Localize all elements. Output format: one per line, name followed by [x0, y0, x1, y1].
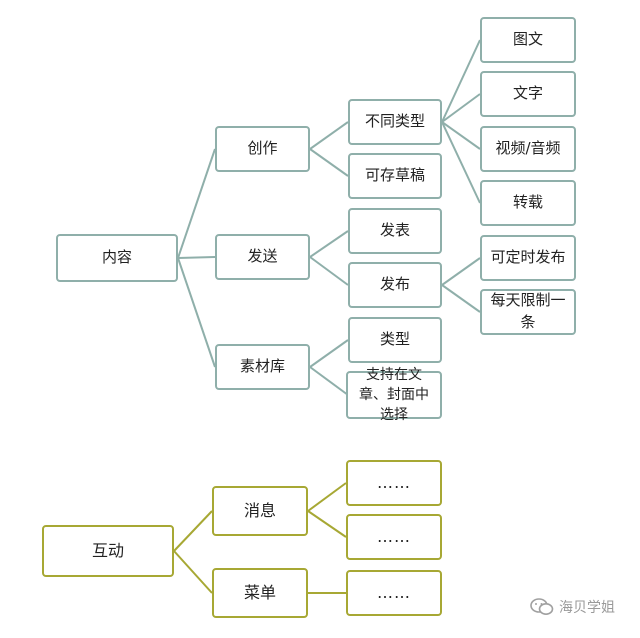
connector-line: [307, 510, 347, 538]
watermark-text: 海贝学姐: [559, 600, 615, 616]
node-message: 消息: [212, 486, 308, 536]
node-publish: 发布: [348, 262, 442, 308]
node-content: 内容: [56, 234, 178, 282]
node-video-audio: 视频/音频: [480, 126, 576, 172]
node-select-in-article: 支持在文章、封面中选择: [346, 367, 442, 423]
connector-line: [441, 284, 481, 313]
connector-line: [309, 339, 349, 368]
connector-line: [173, 550, 213, 594]
node-scheduled-publish: 可定时发布: [480, 235, 576, 281]
node-menu-item: ……: [346, 570, 442, 616]
node-interaction: 互动: [42, 525, 174, 577]
connector-line: [441, 93, 481, 123]
node-message-item: ……: [346, 460, 442, 506]
node-image-text: 图文: [480, 17, 576, 63]
connector-line: [309, 148, 349, 177]
connector-line: [309, 366, 349, 396]
node-send: 发送: [215, 234, 310, 280]
node-different-types: 不同类型: [348, 99, 442, 145]
node-type: 类型: [348, 317, 442, 363]
connector-line: [309, 256, 349, 286]
connector-line: [441, 257, 481, 286]
connector-line: [177, 257, 216, 368]
node-repost: 转载: [480, 180, 576, 226]
watermark: 海贝学姐: [530, 597, 615, 617]
node-text: 文字: [480, 71, 576, 117]
connector-line: [309, 230, 349, 258]
node-creation: 创作: [215, 126, 310, 172]
wechat-icon: [530, 598, 554, 615]
connector-line: [309, 121, 349, 150]
node-save-draft: 可存草稿: [348, 153, 442, 199]
connector-line: [173, 510, 213, 552]
node-daily-limit: 每天限制一条: [480, 289, 576, 335]
connector-line: [441, 39, 481, 123]
node-material-library: 素材库: [215, 344, 310, 390]
node-post: 发表: [348, 208, 442, 254]
connector-line: [441, 121, 481, 204]
node-message-item: ……: [346, 514, 442, 560]
node-menu: 菜单: [212, 568, 308, 618]
connector-line: [307, 482, 347, 512]
connector-line: [177, 148, 216, 259]
connector-line: [177, 256, 216, 259]
connector-line: [441, 121, 481, 150]
